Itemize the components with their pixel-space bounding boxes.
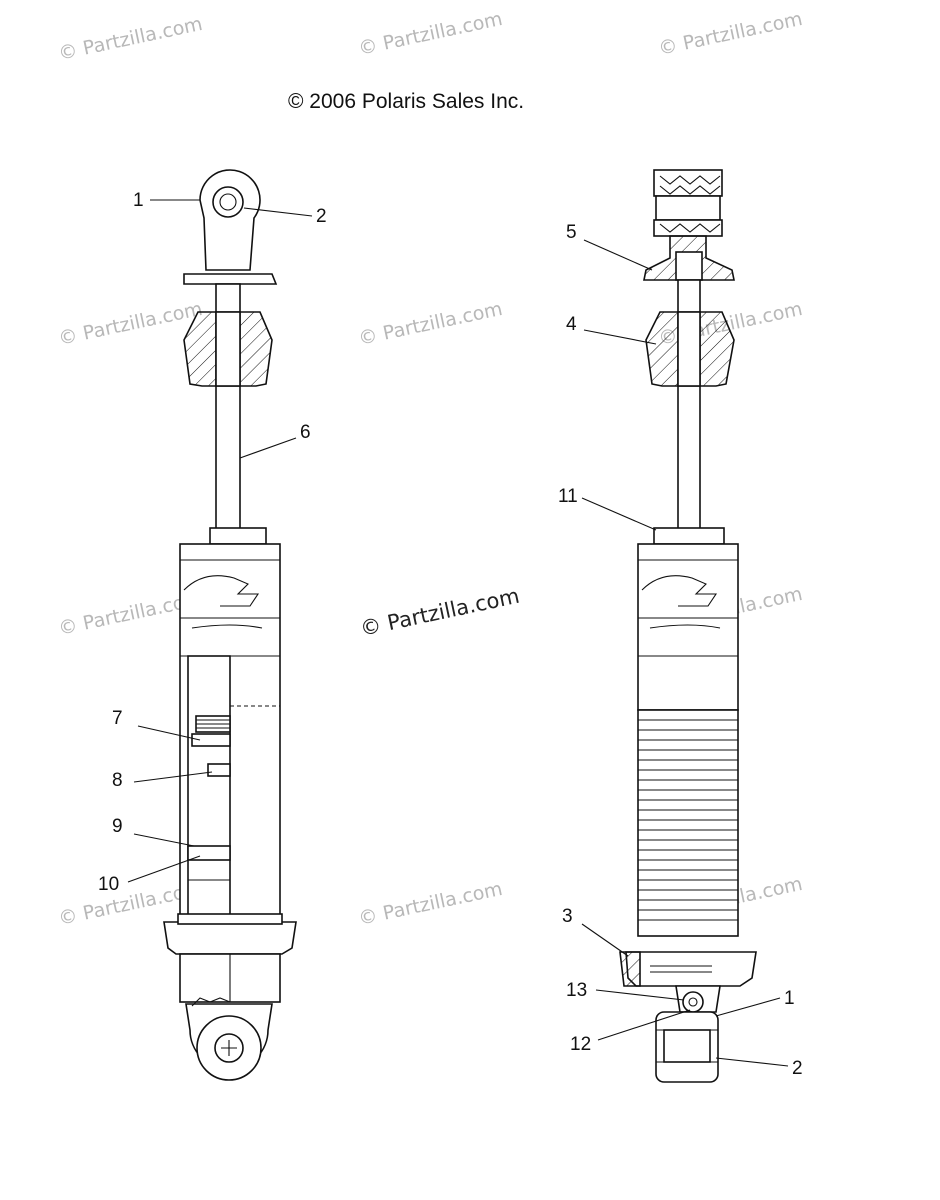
left-top-eye [199, 169, 261, 271]
callout-right-4: 4 [566, 314, 577, 335]
callout-right-1: 1 [784, 988, 795, 1009]
right-bleed-screw [682, 991, 704, 1013]
callout-right-3: 3 [562, 906, 573, 927]
watermark-center: © Partzilla.com [358, 584, 522, 641]
callout-right-2: 2 [792, 1058, 803, 1079]
left-top-bushing [212, 186, 244, 218]
right-bottom-bushing [663, 1029, 711, 1063]
callout-left-1: 1 [133, 190, 144, 211]
right-collar-hatch [619, 951, 641, 987]
watermark-5: © Partzilla.com [356, 298, 504, 350]
callout-right-5: 5 [566, 222, 577, 243]
left-top-bushing-inner [219, 193, 237, 211]
left-cutaway [187, 655, 231, 919]
watermark-10: © Partzilla.com [356, 878, 504, 930]
callout-right-11: 11 [558, 486, 578, 507]
left-top-flange [183, 273, 278, 285]
callout-left-6: 6 [300, 422, 311, 443]
watermark-4: © Partzilla.com [56, 298, 204, 350]
callout-left-9: 9 [112, 816, 123, 837]
callout-right-13: 13 [566, 980, 587, 1001]
callout-left-2: 2 [316, 206, 327, 227]
callout-left-8: 8 [112, 770, 123, 791]
callout-left-7: 7 [112, 708, 123, 729]
watermark-2: © Partzilla.com [356, 8, 504, 60]
right-body [637, 543, 739, 711]
left-bottom-collar [163, 921, 297, 955]
left-logo-mark [183, 575, 260, 607]
right-ribbed-section [637, 709, 739, 937]
left-shock [163, 169, 297, 1081]
watermark-3: © Partzilla.com [656, 8, 804, 60]
left-piston-nut [207, 763, 231, 777]
left-callouts: 1 2 6 7 8 9 10 [98, 190, 327, 895]
right-callouts: 5 4 11 3 13 12 1 2 [558, 222, 803, 1079]
right-logo-mark [641, 575, 718, 607]
right-bottom-collar [625, 951, 757, 987]
left-shaft-through [215, 311, 241, 387]
callout-left-10: 10 [98, 874, 119, 895]
copyright-text: © 2006 Polaris Sales Inc. [288, 90, 524, 113]
callout-right-12: 12 [570, 1034, 591, 1055]
watermark-1: © Partzilla.com [56, 13, 204, 65]
right-top-spacer [655, 195, 721, 221]
right-seal-cap [653, 527, 725, 545]
left-seal-cap [209, 527, 267, 545]
right-shock [619, 169, 757, 1083]
